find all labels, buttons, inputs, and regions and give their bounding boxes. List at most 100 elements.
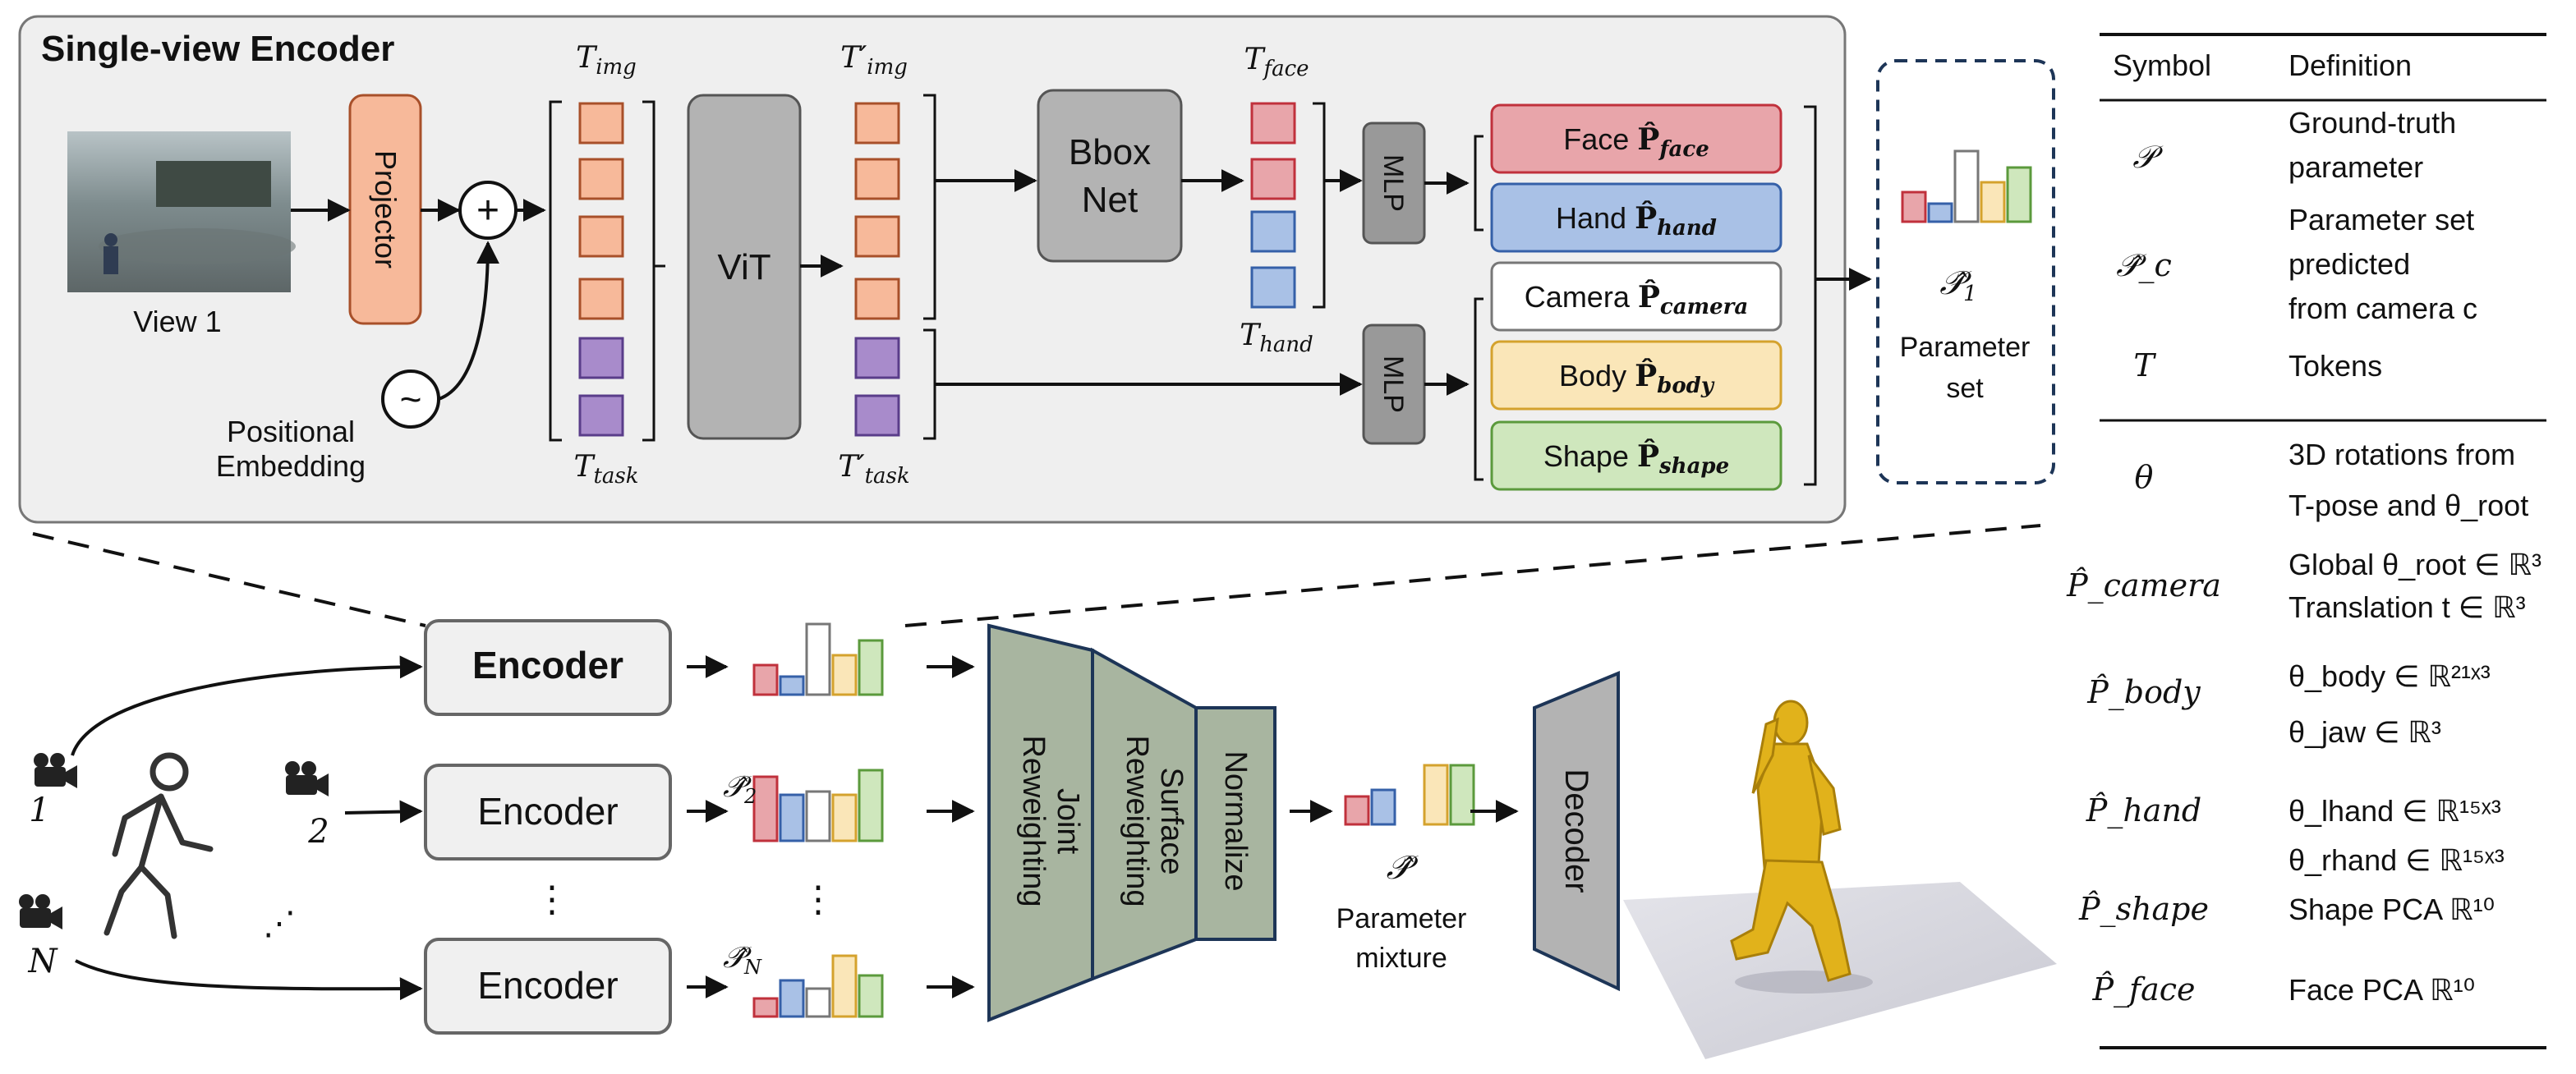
mini-bars-n-bar-2	[805, 987, 831, 1018]
mini-bars-n-bar-1	[779, 979, 805, 1018]
vertical-dots-encoders: ⋮	[534, 879, 570, 920]
parameter-set-box	[1876, 59, 2055, 484]
table-definition-2-0: Tokens	[2288, 349, 2382, 383]
decoder-module	[1533, 671, 1620, 992]
t-img-prime-label: T′img	[840, 41, 908, 80]
surface-label-2: Reweighting	[1120, 735, 1154, 906]
output-box-face	[1490, 103, 1782, 174]
p2-label: 𝒫̂2	[723, 770, 757, 808]
bbox-net-label-1: Bbox	[1069, 132, 1151, 172]
output-label-hand: Hand P̂hand	[1556, 200, 1717, 241]
mixture-symbol: 𝒫̂	[1387, 849, 1419, 887]
table-symbol-6: P̂_hand	[2086, 792, 2202, 829]
output-box-camera	[1490, 261, 1782, 332]
encoder-block-n	[424, 938, 672, 1035]
human-mesh-render	[1623, 700, 2057, 1059]
decoder-label: Decoder	[1558, 769, 1594, 893]
walking-person-icon	[104, 752, 214, 939]
table-header-symbol: Symbol	[2113, 48, 2211, 82]
output-label-camera: Camera P̂camera	[1525, 279, 1748, 319]
mini-bars-2-bar-3	[831, 793, 858, 842]
view-1-label: View 1	[133, 305, 221, 338]
t-hand-label: Thand	[1240, 319, 1313, 357]
table-symbol-4: P̂_camera	[2066, 567, 2221, 604]
mini-bars-set-bar-4	[2006, 166, 2032, 223]
camera-n-icon	[19, 894, 62, 929]
encoder-block-1	[424, 619, 672, 716]
table-symbol-7: P̂_shape	[2078, 891, 2209, 928]
output-label-face: Face P̂face	[1563, 122, 1709, 162]
mini-bars-mix-bar-0	[1344, 795, 1370, 826]
table-definition-5-1: θ_jaw ∈ ℝ³	[2288, 715, 2441, 749]
camera-1-label: 1	[29, 792, 49, 829]
mini-bars-mix-bar-4	[1449, 764, 1475, 826]
joint-label-2: Reweighting	[1016, 735, 1051, 906]
camera-n-label: N	[28, 943, 59, 980]
image-tokens	[578, 102, 624, 437]
mini-bars-1-bar-1	[779, 675, 805, 696]
pos-emb-label-2: Embedding	[216, 449, 366, 483]
t-img-label: Timg	[576, 41, 637, 80]
table-definition-5-0: θ_body ∈ ℝ²¹ˣ³	[2288, 659, 2491, 693]
mini-bars-2-bar-2	[805, 790, 831, 842]
mini-bars-2-bar-1	[779, 793, 805, 842]
table-symbol-3: θ	[2135, 459, 2154, 495]
table-symbol-5: P̂_body	[2086, 674, 2201, 711]
table-symbol-8: P̂_face	[2091, 971, 2195, 1008]
parameter-set-bars	[1901, 149, 2032, 223]
surface-label-1: Surface	[1154, 768, 1189, 875]
mini-bars-n-bar-0	[752, 997, 779, 1018]
mini-bars-set-bar-0	[1901, 190, 1927, 223]
table-symbol-2: T	[2133, 347, 2156, 383]
mini-bars-set-bar-3	[1980, 181, 2006, 223]
output-box-hand	[1490, 182, 1782, 253]
parameter-set-label-1: Parameter	[1900, 332, 2031, 363]
mini-bars-mix-bar-1	[1370, 788, 1396, 826]
parameter-set-label-2: set	[1946, 373, 1984, 404]
parameter-bars-view-2	[752, 769, 884, 842]
parameter-bars-view-1	[752, 622, 884, 696]
bbox-net-label-2: Net	[1082, 180, 1138, 220]
camera-1-icon	[34, 753, 77, 788]
projector-label: Projector	[369, 150, 402, 268]
table-definition-3-1: T-pose and θ_root	[2288, 489, 2528, 522]
view-1-image	[67, 131, 296, 292]
table-definition-6-0: θ_lhand ∈ ℝ¹⁵ˣ³	[2288, 794, 2501, 828]
encoder-label-1: Encoder	[472, 644, 623, 686]
t-task-label: Ttask	[573, 450, 638, 489]
mini-bars-1-bar-3	[831, 654, 858, 696]
panel-title: Single-view Encoder	[41, 29, 394, 69]
mini-bars-1-bar-0	[752, 663, 779, 696]
t-face-label: Tface	[1244, 43, 1309, 81]
vertical-dots-bars: ⋮	[800, 879, 836, 920]
encoder-label-n: Encoder	[477, 964, 618, 1007]
table-definition-3-0: 3D rotations from	[2288, 438, 2515, 471]
table-definition-1-0: Parameter set	[2288, 203, 2474, 236]
refined-tokens	[854, 102, 900, 437]
mlp-label-bottom: MLP	[1378, 356, 1409, 413]
mini-bars-n-bar-4	[858, 974, 884, 1018]
table-definition-1-2: from camera c	[2288, 291, 2477, 325]
table-symbol-0: 𝒫	[2132, 139, 2164, 175]
table-definition-4-0: Global θ_root ∈ ℝ³	[2288, 548, 2542, 581]
table-definition-1-1: predicted	[2288, 247, 2410, 281]
vit-label: ViT	[717, 247, 770, 287]
mini-bars-set-bar-2	[1953, 149, 1980, 223]
pos-emb-label-1: Positional	[227, 415, 355, 448]
output-label-shape: Shape P̂shape	[1543, 438, 1729, 479]
camera-2-icon	[285, 761, 329, 796]
mini-bars-n-bar-3	[831, 954, 858, 1018]
mixture-label-1: Parameter	[1336, 903, 1467, 934]
mini-bars-set-bar-1	[1927, 202, 1953, 223]
plus-sign: +	[476, 189, 499, 232]
mini-bars-mix-bar-3	[1423, 764, 1449, 826]
table-definition-6-1: θ_rhand ∈ ℝ¹⁵ˣ³	[2288, 843, 2505, 877]
encoder-block-2	[424, 764, 672, 861]
table-definition-7-0: Shape PCA ℝ¹⁰	[2288, 893, 2495, 926]
encoder-label-2: Encoder	[477, 790, 618, 833]
table-definition-0-1: parameter	[2288, 150, 2423, 184]
table-definition-8-0: Face PCA ℝ¹⁰	[2288, 973, 2475, 1007]
